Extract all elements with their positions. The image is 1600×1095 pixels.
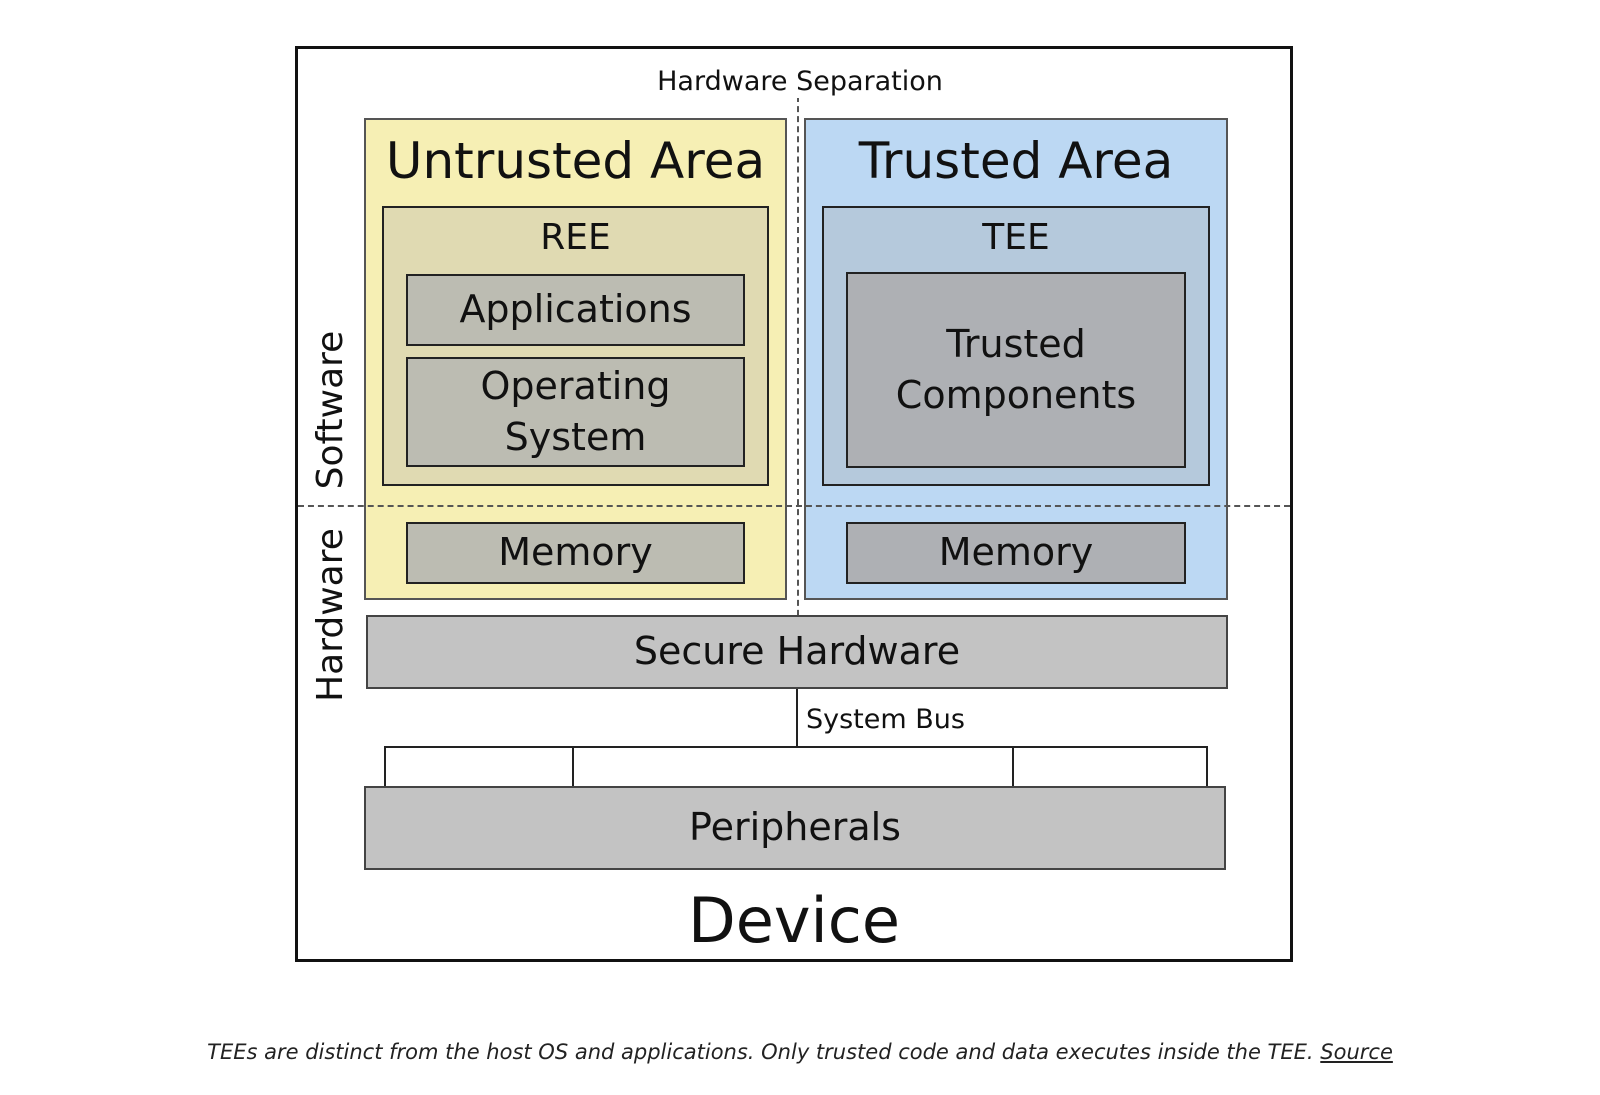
software-hardware-divider	[298, 505, 1290, 507]
tee-label: TEE	[982, 216, 1050, 258]
system-bus-label: System Bus	[806, 704, 965, 735]
caption-text: TEEs are distinct from the host OS and a…	[207, 1040, 1314, 1064]
untrusted-area-title: Untrusted Area	[385, 132, 766, 190]
system-bus-line	[796, 689, 798, 747]
hardware-separation-line	[797, 96, 799, 626]
trusted-components-line2: Components	[895, 373, 1137, 417]
trusted-area-title: Trusted Area	[858, 132, 1174, 190]
bus-drop-3	[1012, 746, 1014, 786]
figure-caption: TEEs are distinct from the host OS and a…	[0, 1040, 1600, 1064]
trusted-components-line1: Trusted	[946, 321, 1086, 366]
peripherals-box: Peripherals	[364, 786, 1226, 870]
bus-horizontal-line	[384, 746, 1208, 748]
hardware-label: Hardware	[309, 528, 351, 702]
hardware-separation-label: Hardware Separation	[657, 65, 943, 97]
bus-drop-2	[572, 746, 574, 786]
device-label: Device	[687, 883, 901, 957]
secure-hardware-box: Secure Hardware	[366, 615, 1228, 689]
software-label: Software	[309, 330, 351, 490]
caption-source-link[interactable]: Source	[1320, 1040, 1393, 1064]
bus-drop-4	[1206, 746, 1208, 786]
untrusted-memory-box: Memory	[406, 522, 745, 584]
hardware-separation-label-bg	[640, 62, 960, 98]
trusted-memory-box: Memory	[846, 522, 1186, 584]
bus-drop-1	[384, 746, 386, 786]
ree-label: REE	[540, 216, 611, 258]
applications-box: Applications	[406, 274, 745, 346]
trusted-components-box: Trusted Components	[846, 272, 1186, 468]
operating-system-box: Operating System	[406, 357, 745, 467]
